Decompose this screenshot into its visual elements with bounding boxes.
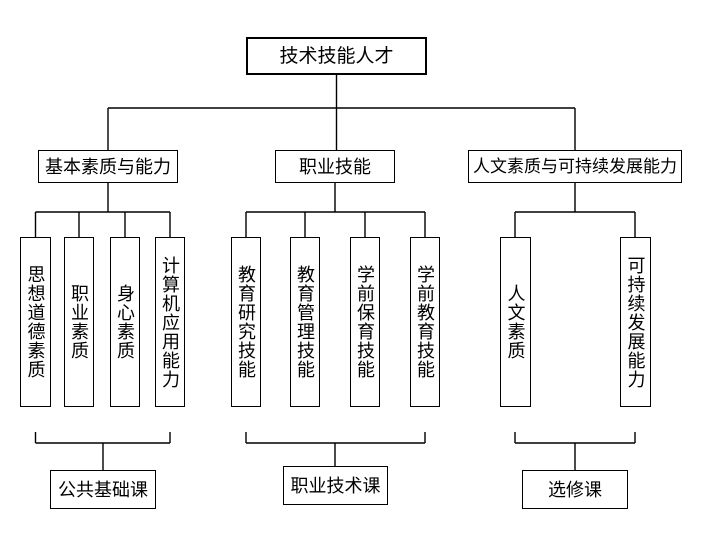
leaf-label: 身心素质 bbox=[115, 284, 135, 360]
leaf-physical-mental-quality: 身心素质 bbox=[110, 237, 140, 407]
leaf-education-management: 教育管理技能 bbox=[290, 237, 320, 407]
leaf-vocational-quality: 职业素质 bbox=[64, 237, 94, 407]
leaf-sustainable-development: 可持续发展能力 bbox=[620, 237, 651, 407]
course-elective: 选修课 bbox=[522, 470, 628, 509]
course-public-basic: 公共基础课 bbox=[50, 470, 156, 509]
leaf-label: 计算机应用能力 bbox=[160, 255, 180, 389]
branch-basic-qualities: 基本素质与能力 bbox=[38, 150, 178, 183]
branch-humanistic-sustainable: 人文素质与可持续发展能力 bbox=[468, 150, 682, 183]
leaf-preschool-childcare: 学前保育技能 bbox=[350, 237, 380, 407]
leaf-humanistic-quality: 人文素质 bbox=[500, 237, 531, 407]
node-root: 技术技能人才 bbox=[246, 37, 427, 75]
leaf-ideological-moral-quality: 思想道德素质 bbox=[20, 237, 51, 407]
leaf-label: 教育研究技能 bbox=[236, 265, 256, 379]
leaf-education-research: 教育研究技能 bbox=[231, 237, 261, 407]
course-vocational-technical: 职业技术课 bbox=[283, 466, 388, 505]
leaf-label: 学前保育技能 bbox=[355, 265, 375, 379]
leaf-label: 思想道德素质 bbox=[25, 265, 46, 379]
leaf-label: 职业素质 bbox=[69, 284, 89, 360]
leaf-preschool-education: 学前教育技能 bbox=[410, 237, 440, 407]
leaf-label: 学前教育技能 bbox=[415, 265, 435, 379]
branch-vocational-skills: 职业技能 bbox=[275, 150, 395, 183]
leaf-label: 人文素质 bbox=[505, 284, 526, 360]
leaf-label: 教育管理技能 bbox=[295, 265, 315, 379]
leaf-label: 可持续发展能力 bbox=[625, 255, 646, 389]
leaf-computer-application: 计算机应用能力 bbox=[155, 237, 185, 407]
